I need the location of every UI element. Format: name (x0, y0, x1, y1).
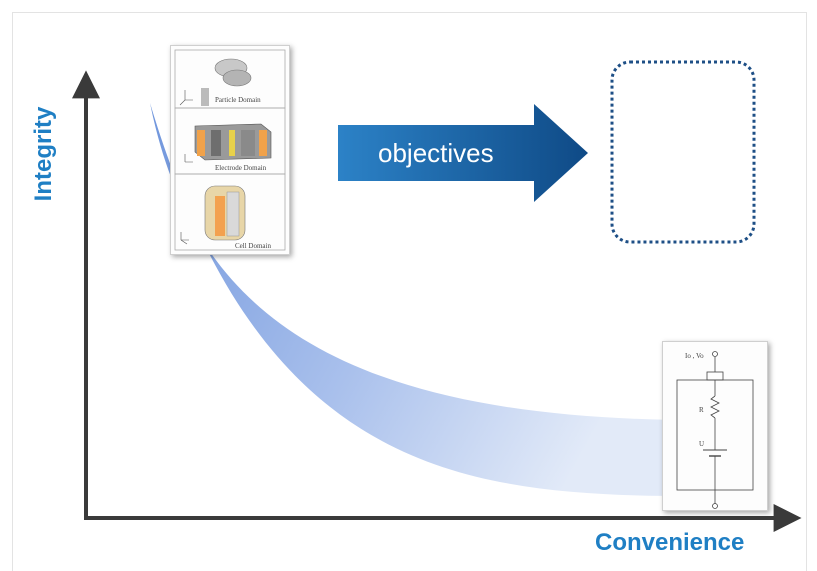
diagram-frame (12, 12, 807, 571)
y-axis-label: Integrity (30, 106, 57, 202)
electrochemical-model-image: Particle Domain Electrode Domain Cell Do… (170, 45, 290, 255)
electrode-domain-label: Electrode Domain (215, 164, 267, 172)
cell-domain-label: Cell Domain (235, 242, 271, 250)
placeholder-box (610, 60, 756, 244)
objectives-arrow: objectives (338, 104, 588, 202)
equivalent-circuit-image: Io , Vo R U (662, 341, 768, 511)
circuit-resistor-label: R (699, 406, 704, 414)
tradeoff-band (150, 103, 690, 496)
particle-domain-label: Particle Domain (215, 96, 261, 104)
objectives-arrow-label: objectives (378, 138, 494, 168)
circuit-source-label: U (699, 440, 704, 448)
x-axis-label: Convenience (595, 529, 745, 556)
circuit-terminal-label: Io , Vo (685, 352, 704, 360)
